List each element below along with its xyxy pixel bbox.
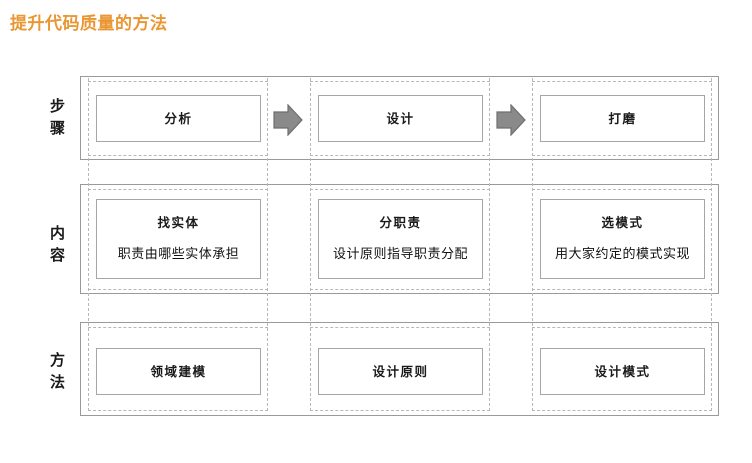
node-method-design-patterns[interactable]: 设计模式 — [540, 348, 705, 395]
node-content-find-entity-title: 找实体 — [157, 216, 200, 230]
node-steps-polish[interactable]: 打磨 — [540, 95, 705, 142]
row-band-steps — [80, 76, 719, 160]
row-label-content: 内 容 — [38, 223, 78, 267]
node-steps-design[interactable]: 设计 — [318, 95, 483, 142]
node-method-design-patterns-title: 设计模式 — [594, 364, 651, 379]
node-content-choose-pattern[interactable]: 选模式 用大家约定的模式实现 — [540, 199, 705, 279]
row-label-steps: 步 骤 — [38, 96, 78, 140]
node-content-choose-pattern-title: 选模式 — [601, 216, 644, 230]
right-block-arrow-icon — [496, 103, 526, 137]
node-method-design-principles-title: 设计原则 — [372, 364, 429, 379]
dashed-cell-methods-2 — [310, 327, 490, 411]
row-band-methods — [80, 322, 719, 416]
dashed-cell-steps-1 — [88, 81, 268, 156]
column-guide-2-right — [489, 78, 490, 411]
dashed-cell-steps-3 — [532, 81, 712, 156]
node-steps-analysis[interactable]: 分析 — [96, 95, 261, 142]
row-label-methods-char-2: 法 — [49, 375, 66, 391]
row-label-content-char-2: 容 — [49, 248, 66, 264]
node-method-domain-modeling[interactable]: 领域建模 — [96, 348, 261, 395]
node-content-split-duty-desc: 设计原则指导职责分配 — [332, 246, 468, 261]
row-label-methods-char-1: 方 — [49, 353, 66, 369]
dashed-cell-methods-3 — [532, 327, 712, 411]
row-label-steps-char-2: 骤 — [49, 121, 66, 137]
column-guide-1-left — [88, 78, 89, 411]
node-steps-analysis-title: 分析 — [164, 111, 193, 126]
dashed-cell-content-2 — [310, 189, 490, 290]
column-guide-2-left — [310, 78, 311, 411]
row-label-methods: 方 法 — [38, 350, 78, 394]
node-content-find-entity-desc: 职责由哪些实体承担 — [117, 246, 240, 261]
node-content-choose-pattern-desc: 用大家约定的模式实现 — [554, 246, 690, 261]
node-content-split-duty-title: 分职责 — [379, 216, 422, 230]
dashed-cell-content-1 — [88, 189, 268, 290]
dashed-cell-content-3 — [532, 189, 712, 290]
right-block-arrow-icon — [273, 103, 303, 137]
node-content-find-entity[interactable]: 找实体 职责由哪些实体承担 — [96, 199, 261, 279]
dashed-cell-steps-2 — [310, 81, 490, 156]
node-steps-design-title: 设计 — [386, 111, 415, 126]
node-method-domain-modeling-title: 领域建模 — [150, 364, 207, 379]
page-title: 提升代码质量的方法 — [10, 14, 168, 33]
dashed-cell-methods-1 — [88, 327, 268, 411]
row-label-steps-char-1: 步 — [49, 99, 66, 115]
column-guide-3-left — [532, 78, 533, 411]
row-label-content-char-1: 内 — [49, 226, 66, 242]
node-content-split-duty[interactable]: 分职责 设计原则指导职责分配 — [318, 199, 483, 279]
node-steps-polish-title: 打磨 — [608, 111, 637, 126]
column-guide-3-right — [711, 78, 712, 411]
node-method-design-principles[interactable]: 设计原则 — [318, 348, 483, 395]
row-band-content — [80, 184, 719, 294]
column-guide-1-right — [267, 78, 268, 411]
